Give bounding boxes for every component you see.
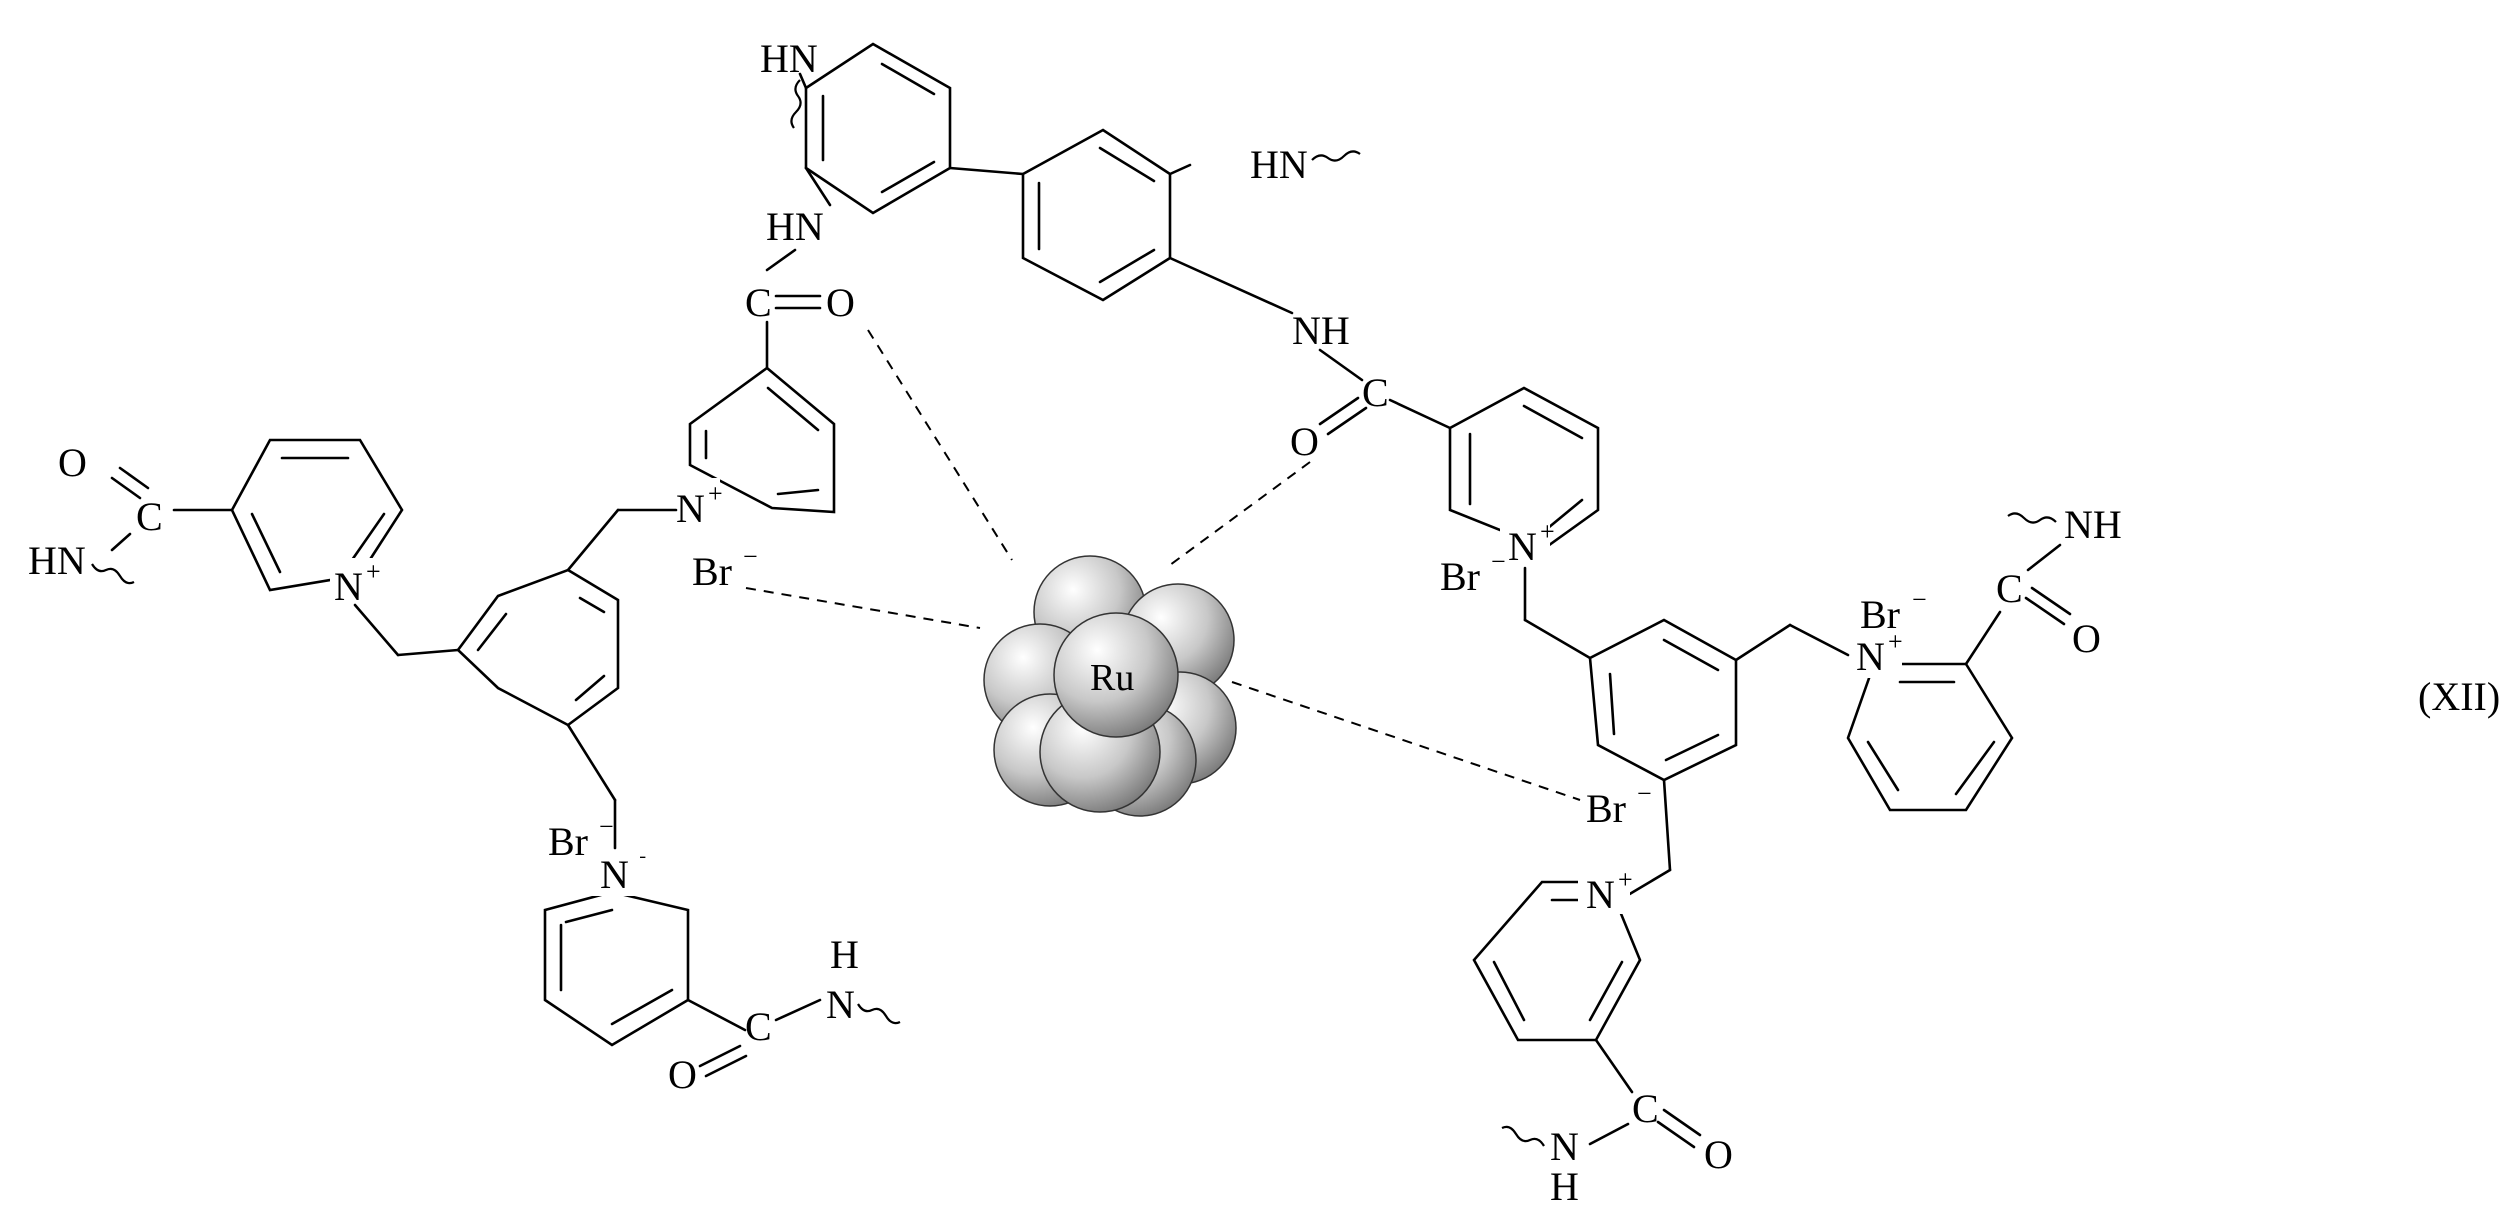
charge-plus: + bbox=[1888, 627, 1903, 656]
bromide-d: Br bbox=[548, 819, 588, 864]
carbonyl-c: C bbox=[1996, 566, 2023, 611]
pyridinium-ring-b: N + Br − bbox=[1440, 386, 1600, 660]
nh-amide-right: NH bbox=[1292, 308, 1350, 353]
charge-minus: − bbox=[1637, 779, 1652, 808]
benzene-core-right bbox=[1588, 618, 1850, 872]
charge-minus: − bbox=[1912, 585, 1927, 614]
ring-biphenyl-left bbox=[804, 42, 952, 215]
hn-top-right: HN bbox=[1250, 142, 1308, 187]
carbonyl-o: O bbox=[826, 280, 855, 325]
n-plus-f: N bbox=[1586, 872, 1615, 917]
wavy-attachment-icon bbox=[91, 563, 135, 585]
carbonyl-c: C bbox=[136, 494, 163, 539]
charge-minus: − bbox=[743, 542, 758, 571]
benzene-core-left bbox=[396, 508, 620, 802]
hn-amide-left: HN bbox=[766, 204, 824, 249]
amide-n: N bbox=[826, 982, 855, 1027]
bromide-e: Br bbox=[1860, 592, 1900, 637]
n-plus-b: N bbox=[1508, 524, 1537, 569]
carbonyl-c: C bbox=[1632, 1086, 1659, 1131]
bromide-b: Br bbox=[1440, 554, 1480, 599]
carbonyl-c: C bbox=[745, 1004, 772, 1049]
pyridinium-ring-a: N + Br − bbox=[616, 366, 836, 594]
carbonyl-o: O bbox=[58, 440, 87, 485]
pyridinium-ring-d: Br − N + N C O N H bbox=[543, 798, 901, 1097]
compound-label: (XII) bbox=[2418, 674, 2500, 719]
charge-minus: − bbox=[599, 812, 614, 841]
amide-h: H bbox=[1550, 1164, 1579, 1209]
n-plus-e: N bbox=[1856, 634, 1885, 679]
hn-top-left: HN bbox=[760, 36, 818, 81]
biphenyl-core: HN HN HN NH bbox=[760, 36, 1361, 353]
wavy-attachment-icon bbox=[2007, 512, 2057, 524]
amide-h: H bbox=[830, 932, 859, 977]
amide-link-left: C O bbox=[745, 248, 855, 370]
amide-n: N bbox=[1550, 1124, 1579, 1169]
bromide-a: Br bbox=[692, 549, 732, 594]
charge-plus: + bbox=[1540, 517, 1555, 546]
nh-right: NH bbox=[2064, 502, 2122, 547]
bromide-f: Br bbox=[1586, 786, 1626, 831]
pyridinium-ring-c: N + C O HN bbox=[28, 438, 404, 657]
charge-plus: + bbox=[1618, 865, 1633, 894]
ru-label: Ru bbox=[1090, 657, 1134, 699]
ruthenium-cluster: Ru bbox=[983, 555, 1237, 817]
ring-biphenyl-right bbox=[1021, 128, 1172, 302]
charge-minus: − bbox=[1491, 547, 1506, 576]
wavy-attachment-icon bbox=[857, 1003, 901, 1025]
biaryl-bond bbox=[948, 166, 1025, 176]
carbonyl-o: O bbox=[1290, 419, 1319, 464]
carbonyl-o: O bbox=[2072, 616, 2101, 661]
charge-plus: + bbox=[708, 479, 723, 508]
noncovalent-interactions bbox=[745, 329, 1581, 801]
n-plus-c: N bbox=[334, 564, 363, 609]
n-plus-a: N bbox=[676, 486, 705, 531]
carbonyl-o: O bbox=[1704, 1132, 1733, 1177]
wavy-attachment-icon bbox=[790, 79, 802, 129]
pyridinium-ring-e: Br − N + C O NH bbox=[1846, 502, 2122, 812]
carbonyl-c: C bbox=[745, 280, 772, 325]
pyridinium-ring-f: N + C O N H bbox=[1472, 865, 1733, 1209]
amide-link-right: C O bbox=[1290, 348, 1452, 464]
carbonyl-o: O bbox=[668, 1052, 697, 1097]
charge-plus: + bbox=[366, 557, 381, 586]
wavy-attachment-icon bbox=[1311, 150, 1361, 162]
wavy-attachment-icon bbox=[1501, 1125, 1545, 1147]
n-plus-d-label: N bbox=[600, 852, 629, 897]
hn-left: HN bbox=[28, 538, 86, 583]
